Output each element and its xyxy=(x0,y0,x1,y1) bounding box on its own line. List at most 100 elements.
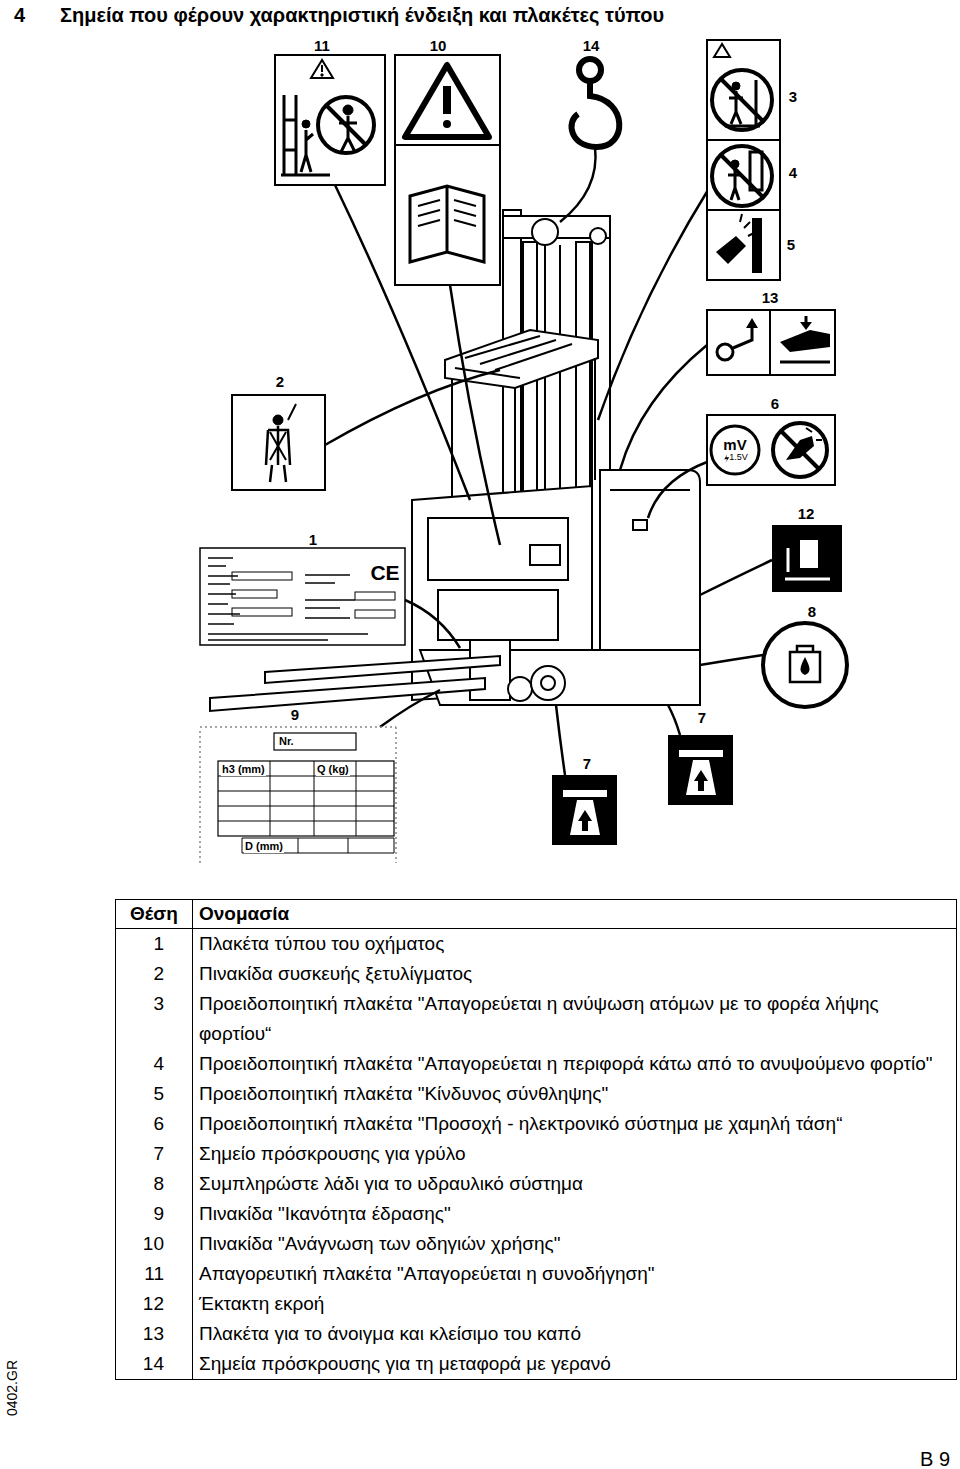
sign-read-manual xyxy=(395,144,500,146)
table-cell: 10 xyxy=(116,1229,193,1259)
order-picker-truck xyxy=(210,678,485,711)
sign-no-passenger xyxy=(339,116,357,152)
sign-no-passenger xyxy=(311,60,333,78)
sign-hood xyxy=(707,310,835,375)
order-picker-truck xyxy=(428,518,568,580)
designation-text: Προειδοποιητική πλακέτα "Κίνδυνος σύνθλη… xyxy=(199,1083,608,1104)
table-cell: Πλακέτα τύπου του οχήματος xyxy=(193,929,956,959)
order-picker-truck xyxy=(530,545,560,565)
table-cell: 14 xyxy=(116,1349,193,1379)
table-cell: Προειδοποιητική πλακέτα "Προσοχή - ηλεκτ… xyxy=(193,1109,956,1139)
leader-line xyxy=(560,147,596,222)
sign-harness xyxy=(232,395,325,490)
table-row: 7Σημείο πρόσκρουσης για γρύλο xyxy=(116,1139,956,1169)
leader-line xyxy=(450,285,500,545)
unit-text: mV xyxy=(723,437,746,454)
position-number: 4 xyxy=(153,1053,164,1074)
table-row: 3Προειδοποιητική πλακέτα "Απαγορεύεται η… xyxy=(116,989,956,1049)
oil-fill-sign xyxy=(790,652,820,682)
order-picker-truck xyxy=(541,676,555,690)
section-number: 4 xyxy=(14,3,25,27)
table-cell: 1 xyxy=(116,929,193,959)
sign-column xyxy=(707,40,780,280)
table-cell: Πλακέτα για το άνοιγμα και κλείσιμο του … xyxy=(193,1319,956,1349)
sign-hood xyxy=(717,344,733,360)
callout-number: 6 xyxy=(771,395,779,413)
table-row: Θέση Ονομασία xyxy=(116,900,956,929)
table-row: 10 Πινακίδα "Ανάγνωση των οδηγιών χρήσης" xyxy=(116,1229,956,1259)
table-row: 12Έκτακτη εκροή xyxy=(116,1289,956,1319)
callout-number: 2 xyxy=(276,373,284,391)
table-row: 11Απαγορευτική πλακέτα "Απαγορεύεται η σ… xyxy=(116,1259,956,1289)
callout-number: 13 xyxy=(762,289,779,307)
page-number: B 9 xyxy=(920,1447,950,1469)
designation-text: Προειδοποιητική πλακέτα "Απαγορεύεται η … xyxy=(199,993,879,1044)
sign-column xyxy=(750,152,762,190)
sign-emergency-drain xyxy=(785,548,830,579)
sign-low-voltage xyxy=(786,436,814,460)
table-cell: Θέση xyxy=(116,900,193,928)
sign-low-voltage xyxy=(773,423,827,477)
designation-text: Πλακέτα για το άνοιγμα και κλείσιμο του … xyxy=(199,1323,581,1344)
jack-point-sign xyxy=(582,821,588,831)
sign-low-voltage xyxy=(707,415,835,485)
sign-harness xyxy=(266,426,290,482)
leader-line xyxy=(700,560,772,595)
jack-point-sign xyxy=(698,781,704,791)
crane-hook xyxy=(572,81,620,147)
table-row: 5 Προειδοποιητική πλακέτα "Κίνδυνος σύνθλ… xyxy=(116,1079,956,1109)
table-cell: 11 xyxy=(116,1259,193,1289)
position-number: 5 xyxy=(153,1083,164,1104)
table-cell: Προειδοποιητική πλακέτα "Κίνδυνος σύνθλη… xyxy=(193,1079,956,1109)
table-row: 14Σημεία πρόσκρουσης για τη μεταφορά με … xyxy=(116,1349,956,1379)
designation-text: Ονομασία xyxy=(199,903,289,924)
plate-field-label: Q (kg) xyxy=(316,763,350,776)
order-picker-truck xyxy=(532,219,558,245)
jack-point-sign xyxy=(563,790,607,797)
designation-text: Πινακίδα συσκευής ξετυλίγματος xyxy=(199,963,472,984)
sign-emergency-drain xyxy=(772,525,842,592)
plate-field-label: Nr. xyxy=(278,735,295,748)
sign-no-passenger xyxy=(302,120,310,128)
type-plate xyxy=(355,592,395,600)
sign-harness xyxy=(232,395,325,490)
order-picker-truck xyxy=(514,388,516,505)
table-cell: 3 xyxy=(116,989,193,1049)
type-plate xyxy=(232,608,292,616)
leader-line xyxy=(405,600,460,648)
designation-text: Σημείο πρόσκρουσης για γρύλο xyxy=(199,1143,465,1164)
table-cell: Πινακίδα "Ικανότητα έδρασης" xyxy=(193,1199,956,1229)
sign-low-voltage xyxy=(806,428,822,440)
leader-line xyxy=(648,462,707,518)
table-cell: Πινακίδα "Ανάγνωση των οδηγιών χρήσης" xyxy=(193,1229,956,1259)
position-number: 10 xyxy=(143,1233,164,1254)
order-picker-truck xyxy=(594,358,596,480)
jack-point-sign xyxy=(552,775,617,845)
sign-column xyxy=(752,218,762,273)
sign-column xyxy=(732,82,740,90)
position-number: 8 xyxy=(153,1173,164,1194)
sign-column xyxy=(728,169,742,200)
table-cell: Συμπληρώστε λάδι για το υδραυλικό σύστημ… xyxy=(193,1169,956,1199)
table-row: 1 Πλακέτα τύπου του οχήματος xyxy=(116,929,956,959)
oil-fill-sign xyxy=(763,623,847,707)
designation-text: Έκτακτη εκροή xyxy=(199,1293,324,1314)
sign-no-passenger xyxy=(318,97,374,153)
sign-read-manual xyxy=(395,55,500,285)
sign-no-passenger xyxy=(301,130,313,172)
order-picker-truck xyxy=(531,666,565,700)
table-row: 6Προειδοποιητική πλακέτα "Προσοχή - ηλεκ… xyxy=(116,1109,956,1139)
designation-text: Πινακίδα "Ανάγνωση των οδηγιών χρήσης" xyxy=(199,1233,560,1254)
position-number: 1 xyxy=(153,933,164,954)
sign-low-voltage xyxy=(781,431,819,469)
sign-no-passenger xyxy=(321,65,323,72)
table-cell: Σημείο πρόσκρουσης για γρύλο xyxy=(193,1139,956,1169)
table-cell: Ονομασία xyxy=(193,900,956,928)
voltage-symbol: mV1.5V xyxy=(709,424,761,476)
sign-low-voltage xyxy=(707,415,835,485)
designation-text: Πινακίδα "Ικανότητα έδρασης" xyxy=(199,1203,451,1224)
jack-point-sign xyxy=(686,760,716,795)
symbol-circle xyxy=(711,426,759,474)
jack-point-sign xyxy=(578,810,592,821)
type-plate xyxy=(232,572,292,580)
